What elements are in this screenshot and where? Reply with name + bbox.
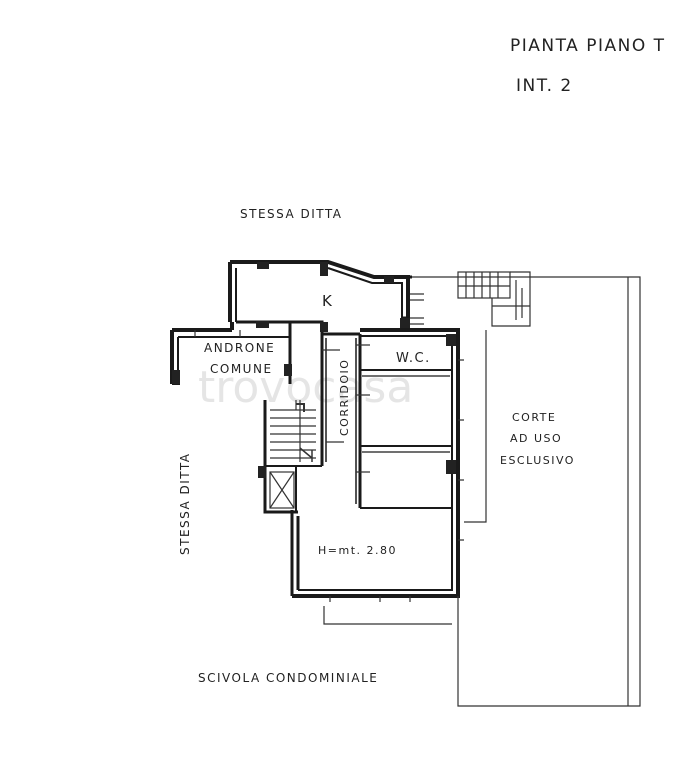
- label-top-neighbor: STESSA DITTA: [240, 207, 343, 221]
- doors: [322, 344, 370, 473]
- label-androne-2: COMUNE: [210, 362, 273, 376]
- stairs: [270, 400, 316, 462]
- windows: [194, 293, 464, 602]
- elevator-shaft: [269, 471, 295, 509]
- label-wc: W.C.: [396, 351, 431, 366]
- label-room-height: H=mt. 2.80: [318, 544, 397, 557]
- building-walls: [170, 260, 460, 598]
- label-kitchen: K: [322, 292, 333, 310]
- label-corte-2: AD USO: [510, 432, 562, 445]
- label-androne-1: ANDRONE: [204, 341, 275, 355]
- label-left-neighbor: STESSA DITTA: [178, 452, 192, 555]
- courtyard-boundary: [323, 276, 641, 707]
- structural-pillars: [172, 262, 456, 478]
- exterior-stair: [457, 271, 531, 327]
- plan-unit-number: INT. 2: [516, 76, 573, 96]
- label-bottom-area: SCIVOLA CONDOMINIALE: [198, 671, 378, 685]
- label-corte-1: CORTE: [512, 411, 556, 424]
- label-corridoio: CORRIDOIO: [338, 359, 351, 436]
- plan-title: PIANTA PIANO T: [510, 36, 666, 56]
- label-corte-3: ESCLUSIVO: [500, 454, 575, 467]
